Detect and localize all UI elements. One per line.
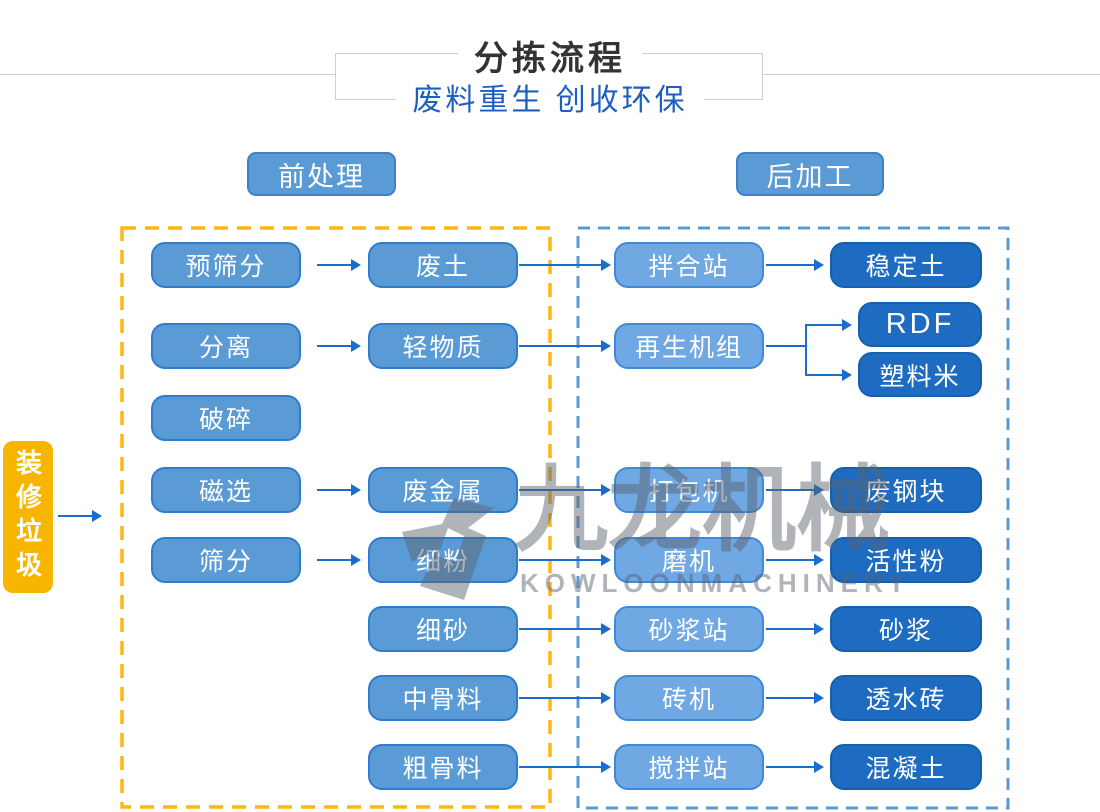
node-active-powder: 活性粉 bbox=[830, 537, 982, 583]
post-process-boundary bbox=[576, 226, 1010, 810]
node-mill: 磨机 bbox=[614, 537, 764, 583]
node-concrete-station: 搅拌站 bbox=[614, 744, 764, 790]
node-crushing: 破碎 bbox=[151, 395, 301, 441]
node-fine-powder: 细粉 bbox=[368, 537, 518, 583]
arrow-baler-to-scrap-steel bbox=[766, 484, 824, 496]
node-recycling-unit: 再生机组 bbox=[614, 323, 764, 369]
node-mortar: 砂浆 bbox=[830, 606, 982, 652]
node-mortar-station: 砂浆站 bbox=[614, 606, 764, 652]
branch-stub-recycling-unit bbox=[766, 345, 806, 347]
page-title-row: 分拣流程 bbox=[0, 42, 1100, 76]
arrow-branch-to-plastic-pellets bbox=[806, 369, 852, 381]
arrow-pre-screening-to-waste-soil bbox=[317, 259, 361, 271]
arrow-light-material-to-recycling-unit bbox=[519, 340, 611, 352]
arrow-branch-to-rdf bbox=[806, 319, 852, 331]
arrow-mixing-station-to-stabilized-soil bbox=[766, 259, 824, 271]
arrow-mill-to-active-powder bbox=[766, 554, 824, 566]
node-concrete: 混凝土 bbox=[830, 744, 982, 790]
node-scrap-metal: 废金属 bbox=[368, 467, 518, 513]
arrow-concrete-station-to-concrete bbox=[766, 761, 824, 773]
arrow-mortar-station-to-mortar bbox=[766, 623, 824, 635]
arrow-screening-to-fine-powder bbox=[317, 554, 361, 566]
header-left-line bbox=[0, 74, 335, 75]
page-subtitle-row: 废料重生 创收环保 bbox=[0, 85, 1100, 116]
arrow-magnetic-to-scrap-metal bbox=[317, 484, 361, 496]
source-decoration-waste: 装修垃圾 bbox=[3, 441, 53, 593]
post-process-label: 后加工 bbox=[736, 152, 884, 196]
node-medium-aggregate: 中骨料 bbox=[368, 675, 518, 721]
node-baler: 打包机 bbox=[614, 467, 764, 513]
arrow-fine-powder-to-mill bbox=[519, 554, 611, 566]
arrow-brick-machine-to-permeable-brick bbox=[766, 692, 824, 704]
node-plastic-pellets: 塑料米 bbox=[858, 352, 982, 397]
arrow-coarse-aggregate-to-concrete-station bbox=[519, 761, 611, 773]
arrow-fine-sand-to-mortar-station bbox=[519, 623, 611, 635]
node-separation: 分离 bbox=[151, 323, 301, 369]
arrow-waste-soil-to-mixing-station bbox=[519, 259, 611, 271]
node-rdf: RDF bbox=[858, 302, 982, 347]
node-screening: 筛分 bbox=[151, 537, 301, 583]
arrow-source-to-pre bbox=[58, 510, 102, 522]
arrow-separation-to-light-material bbox=[317, 340, 361, 352]
node-pre-screening: 预筛分 bbox=[151, 242, 301, 288]
header-right-line bbox=[763, 74, 1100, 75]
node-magnetic-sorting: 磁选 bbox=[151, 467, 301, 513]
node-brick-machine: 砖机 bbox=[614, 675, 764, 721]
page-title: 分拣流程 bbox=[458, 42, 642, 76]
arrow-medium-aggregate-to-brick-machine bbox=[519, 692, 611, 704]
node-fine-sand: 细砂 bbox=[368, 606, 518, 652]
arrow-scrap-metal-to-baler bbox=[519, 484, 611, 496]
node-mixing-station: 拌合站 bbox=[614, 242, 764, 288]
node-stabilized-soil: 稳定土 bbox=[830, 242, 982, 288]
node-coarse-aggregate: 粗骨料 bbox=[368, 744, 518, 790]
node-permeable-brick: 透水砖 bbox=[830, 675, 982, 721]
branch-vertical-recycling-unit bbox=[805, 324, 807, 376]
node-waste-soil: 废土 bbox=[368, 242, 518, 288]
pre-process-label: 前处理 bbox=[247, 152, 396, 196]
pre-process-boundary bbox=[120, 226, 552, 809]
node-scrap-steel: 废钢块 bbox=[830, 467, 982, 513]
node-light-material: 轻物质 bbox=[368, 323, 518, 369]
page-subtitle: 废料重生 创收环保 bbox=[396, 85, 704, 116]
